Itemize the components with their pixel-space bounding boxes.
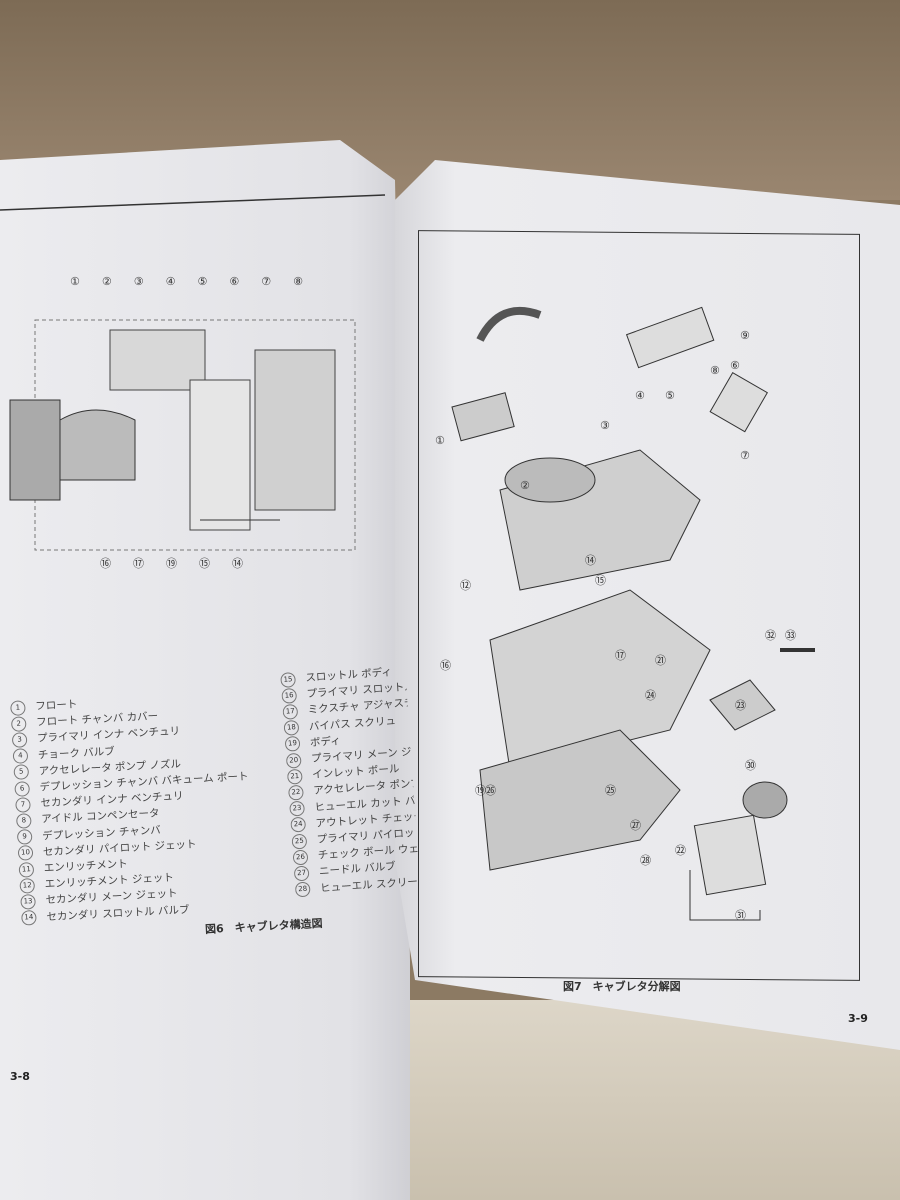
callout-number: ⑰	[615, 649, 626, 662]
legend-number: 10	[17, 845, 34, 862]
callout-number: ⑥	[229, 275, 240, 288]
legend-number: 4	[12, 748, 29, 765]
legend-label: チョーク バルブ	[37, 745, 115, 762]
callout-number: ②	[101, 275, 112, 288]
carburetor-exploded-diagram	[451, 306, 815, 921]
legend-number: 14	[21, 910, 37, 926]
left-callouts-top: ① ② ③ ④ ⑤ ⑥ ⑦ ⑧	[70, 275, 325, 288]
legend-number: 27	[293, 865, 310, 882]
legend-number: 13	[20, 893, 36, 910]
legend-number: 21	[286, 768, 303, 785]
callout-number: ㉓	[735, 699, 746, 712]
callout-number: ⑥	[730, 359, 740, 372]
legend-number: 8	[15, 812, 32, 829]
callout-number: ⑮	[199, 557, 210, 570]
legend-number: 20	[285, 752, 302, 769]
legend-number: 2	[10, 715, 27, 732]
callout-number: ⑭	[232, 557, 243, 570]
legend-number: 11	[18, 861, 35, 878]
callout-number: ⑲	[475, 784, 486, 797]
legend-number: 25	[291, 833, 308, 850]
legend-number: 5	[13, 764, 30, 781]
callout-number: ⑮	[595, 574, 606, 587]
callout-number: ⑭	[585, 554, 596, 567]
left-page-number: 3-8	[10, 1070, 30, 1083]
callout-number: ⑯	[440, 659, 451, 672]
callout-number: ㉔	[645, 689, 656, 702]
legend-number: 1	[10, 699, 26, 716]
callout-number: ㉖	[485, 784, 496, 797]
legend-number: 22	[287, 784, 304, 801]
callout-number: ①	[435, 434, 445, 447]
right-page-number: 3-9	[848, 1012, 868, 1025]
legend-number: 24	[290, 816, 307, 833]
legend-number: 18	[283, 719, 300, 736]
callout-number: ③	[133, 275, 144, 288]
callout-number: ⑦	[740, 449, 750, 462]
carburetor-cross-section-diagram	[0, 194, 386, 551]
callout-number: ②	[520, 479, 530, 492]
callout-number: ⑤	[665, 389, 675, 402]
legend-number: 9	[16, 829, 33, 845]
callout-number: ㉝	[785, 629, 796, 642]
callout-number: ㉒	[675, 844, 686, 857]
callout-number: ⑫	[460, 579, 471, 592]
figure-7-caption: 図7 キャブレタ分解図	[563, 980, 681, 993]
callout-number: ⑨	[740, 329, 750, 342]
left-callouts-bottom: ⑯ ⑰ ⑲ ⑮ ⑭	[100, 555, 265, 571]
legend-number: 15	[280, 671, 297, 688]
callout-number: ㉑	[655, 654, 666, 667]
legend-number: 19	[284, 736, 301, 753]
callout-number: ⑧	[293, 275, 303, 288]
header-rule	[0, 194, 386, 211]
legend-number: 3	[11, 732, 28, 748]
legend-number: 26	[292, 849, 309, 866]
callout-number: ㉕	[605, 784, 616, 797]
legend-number: 12	[19, 877, 36, 894]
legend-number: 16	[281, 687, 298, 704]
left-page	[0, 140, 410, 1200]
legend-number: 6	[14, 780, 31, 797]
callout-number: ③	[600, 419, 610, 432]
legend-number: 28	[294, 881, 311, 898]
callout-number: ⑯	[100, 557, 111, 570]
callout-number: ⑦	[261, 275, 272, 288]
legend-label: フロート	[35, 698, 78, 713]
callout-number: ④	[635, 389, 645, 402]
callout-number: ⑧	[710, 364, 720, 377]
callout-number: ㉜	[765, 629, 776, 642]
legend-number: 23	[289, 800, 306, 817]
legend-label: ボディ	[309, 734, 342, 749]
callout-number: ④	[165, 275, 176, 288]
callout-number: ㉛	[735, 909, 746, 922]
callout-number: ⑲	[166, 557, 177, 570]
legend-number: 7	[15, 796, 31, 813]
legend-number: 17	[282, 703, 299, 720]
callout-number: ①	[70, 275, 80, 288]
callout-number: ⑰	[133, 557, 144, 570]
callout-number: ㉚	[745, 759, 756, 772]
callout-number: ㉘	[640, 854, 651, 867]
callout-number: ㉗	[630, 819, 641, 832]
callout-number: ⑤	[197, 275, 208, 288]
